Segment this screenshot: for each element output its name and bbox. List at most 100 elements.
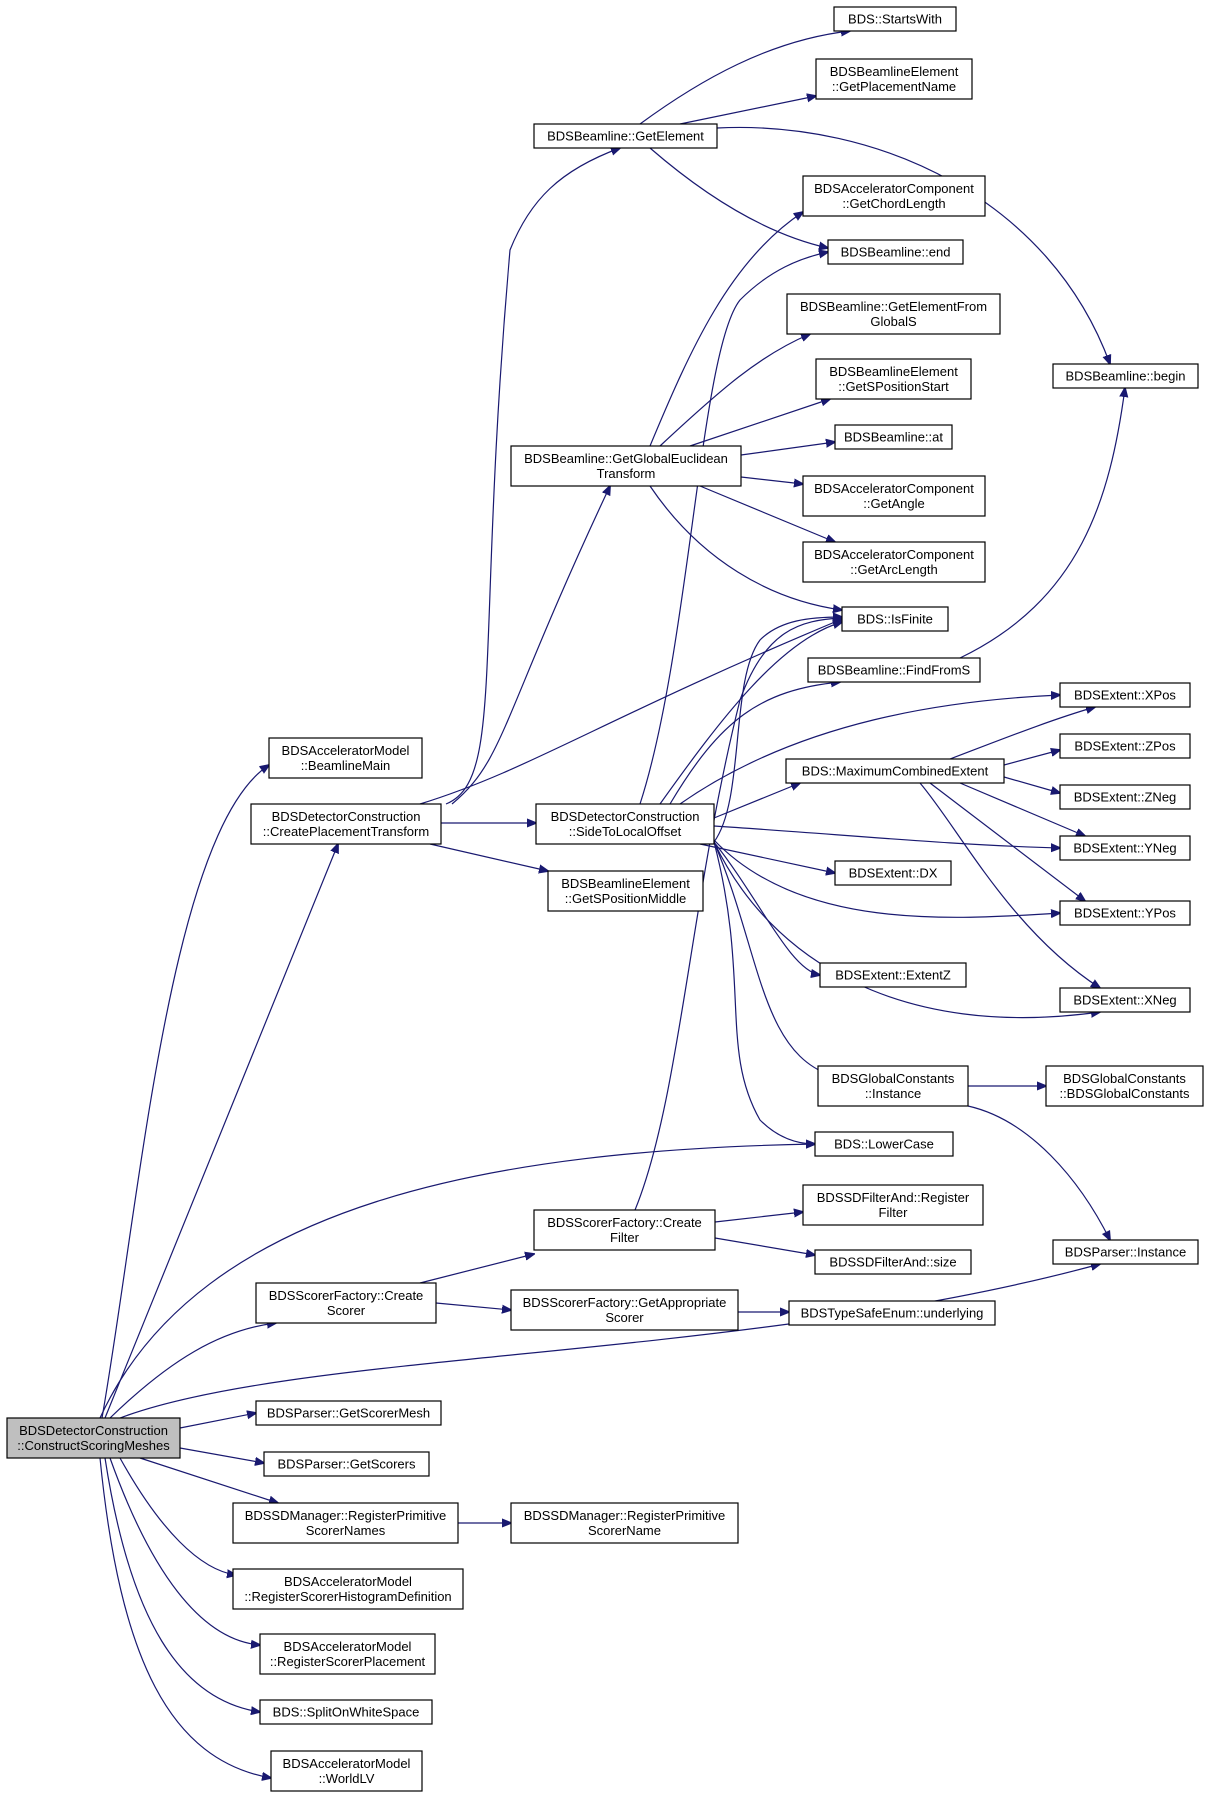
edge-maxExtent-to-xNeg [919,782,1100,988]
node-regPrimName[interactable]: BDSSDManager::RegisterPrimitiveScorerNam… [510,1502,739,1544]
node-box [834,860,952,886]
edge-createFilter-to-isFinite [634,618,842,1211]
node-getSPosMid[interactable]: BDSBeamlineElement::GetSPositionMiddle [547,870,704,912]
node-box [250,803,442,845]
node-box [232,1502,459,1544]
node-box [802,541,986,583]
node-label-line: ::GetArcLength [850,562,937,577]
node-blAt[interactable]: BDSBeamline::at [834,424,953,450]
node-box [833,6,957,32]
node-gcInstance[interactable]: BDSGlobalConstants::Instance [817,1065,969,1107]
node-box [819,962,967,988]
node-beamlineMain[interactable]: BDSAcceleratorModel::BeamlineMain [268,737,423,779]
node-sPosStart[interactable]: BDSBeamlineElement::GetSPositionStart [815,358,972,400]
node-parserInstance[interactable]: BDSParser::Instance [1052,1239,1199,1265]
node-getScorerMesh[interactable]: BDSParser::GetScorerMesh [255,1400,442,1426]
node-box [814,1249,972,1275]
edge-createScorer-to-getApprScorer [435,1302,511,1310]
node-regPrimNames[interactable]: BDSSDManager::RegisterPrimitiveScorerNam… [232,1502,459,1544]
node-label-line: BDSBeamlineElement [830,64,959,79]
node-zNeg[interactable]: BDSExtent::ZNeg [1059,784,1191,810]
node-regHistDef[interactable]: BDSAcceleratorModel::RegisterScorerHisto… [232,1568,464,1610]
node-blBegin[interactable]: BDSBeamline::begin [1052,363,1199,389]
node-label-line: BDSScorerFactory::GetAppropriate [523,1295,727,1310]
node-label-line: BDSExtent::ZNeg [1074,790,1177,805]
edge-getGlobalEuc-to-getAngle [740,476,803,484]
node-getElement[interactable]: BDSBeamline::GetElement [533,123,718,149]
node-root[interactable]: BDSDetectorConstruction::ConstructScorin… [6,1417,181,1459]
node-label-line: ScorerName [588,1523,661,1538]
node-label-line: BDSGlobalConstants [832,1071,955,1086]
node-gcCtor[interactable]: BDSGlobalConstants::BDSGlobalConstants [1045,1065,1204,1107]
node-splitWS[interactable]: BDS::SplitOnWhiteSpace [259,1699,433,1725]
node-getScorers[interactable]: BDSParser::GetScorers [263,1451,430,1477]
node-label-line: BDSBeamline::at [844,430,943,445]
node-createPlacement[interactable]: BDSDetectorConstruction::CreatePlacement… [250,803,442,845]
node-regPlacement[interactable]: BDSAcceleratorModel::RegisterScorerPlace… [259,1633,436,1675]
node-sideToLocal[interactable]: BDSDetectorConstruction::SideToLocalOffs… [535,803,715,845]
edge-line [659,622,842,805]
node-box [827,239,964,265]
edge-getElement-to-startsWith [639,31,850,125]
node-label-line: BDSSDManager::RegisterPrimitive [524,1508,726,1523]
node-getAngle[interactable]: BDSAcceleratorComponent::GetAngle [802,475,986,517]
node-blEnd[interactable]: BDSBeamline::end [827,239,964,265]
node-label-line: BDS::LowerCase [834,1137,934,1152]
node-dx[interactable]: BDSExtent::DX [834,860,952,886]
node-xPos[interactable]: BDSExtent::XPos [1059,682,1191,708]
edge-line [99,1457,271,1778]
node-box [1059,835,1191,861]
node-zPos[interactable]: BDSExtent::ZPos [1059,733,1191,759]
node-box [802,475,986,517]
node-label-line: ::RegisterScorerPlacement [270,1654,426,1669]
node-maxExtent[interactable]: BDS::MaximumCombinedExtent [785,758,1005,784]
node-box [263,1451,430,1477]
edge-root-to-parserInstance [119,1264,1100,1419]
node-worldLV[interactable]: BDSAcceleratorModel::WorldLV [270,1750,423,1792]
node-findFromS[interactable]: BDSBeamline::FindFromS [807,657,981,683]
node-box [1059,682,1191,708]
node-startsWith[interactable]: BDS::StartsWith [833,6,957,32]
node-getPlacementName[interactable]: BDSBeamlineElement::GetPlacementName [815,58,973,100]
node-yNeg[interactable]: BDSExtent::YNeg [1059,835,1191,861]
node-extentZ[interactable]: BDSExtent::ExtentZ [819,962,967,988]
node-label-line: BDSExtent::XNeg [1073,993,1176,1008]
edge-line [959,782,1085,836]
node-isFinite[interactable]: BDS::IsFinite [841,606,949,632]
node-label-line: Scorer [605,1310,644,1325]
node-box [814,1131,954,1157]
edge-line [639,252,828,805]
node-box [1052,363,1199,389]
node-xNeg[interactable]: BDSExtent::XNeg [1059,987,1191,1013]
node-label-line: ::BDSGlobalConstants [1059,1086,1190,1101]
edge-root-to-getScorers [179,1447,264,1463]
node-label-line: BDSParser::GetScorerMesh [267,1406,430,1421]
node-yPos[interactable]: BDSExtent::YPos [1059,900,1191,926]
edge-line [669,682,840,805]
node-label-line: ::GetAngle [863,496,924,511]
edge-line [949,707,1095,760]
node-box [510,445,742,487]
node-label-line: BDSSDFilterAnd::size [829,1255,956,1270]
node-box [815,58,973,100]
node-lowerCase[interactable]: BDS::LowerCase [814,1131,954,1157]
node-arcLen[interactable]: BDSAcceleratorComponent::GetArcLength [802,541,986,583]
node-underlying[interactable]: BDSTypeSafeEnum::underlying [788,1300,996,1326]
node-label-line: BDSBeamline::begin [1066,369,1186,384]
node-label-line: BDSExtent::YPos [1074,906,1176,921]
node-chordLen[interactable]: BDSAcceleratorComponent::GetChordLength [802,175,986,217]
node-filterSize[interactable]: BDSSDFilterAnd::size [814,1249,972,1275]
node-label-line: BDSAcceleratorModel [284,1639,412,1654]
node-label-line: BDSTypeSafeEnum::underlying [801,1306,984,1321]
edge-line [659,334,810,447]
node-label-line: BDSExtent::XPos [1074,688,1176,703]
edge-line [104,1457,260,1712]
edge-createScorer-to-createFilter [419,1254,534,1284]
